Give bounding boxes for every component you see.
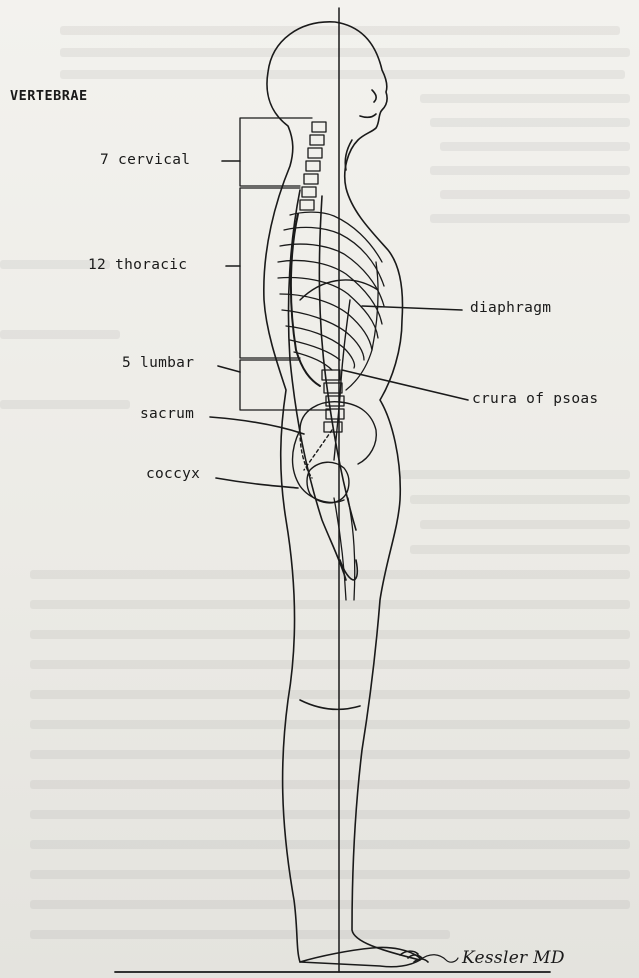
- leader-crura: [342, 370, 468, 400]
- arm-outline: [288, 190, 356, 580]
- leader-sacrum: [210, 417, 304, 434]
- ribcage: [278, 212, 384, 390]
- leader-lumbar: [218, 366, 240, 372]
- label-coccyx: coccyx: [146, 466, 200, 482]
- label-cervical: 7 cervical: [100, 152, 190, 168]
- label-thoracic: 12 thoracic: [88, 257, 187, 273]
- label-crura-of-psoas: crura of psoas: [472, 391, 598, 407]
- diagram-title: VERTEBRAE: [10, 88, 88, 104]
- leader-coccyx: [216, 478, 298, 488]
- face-detail: [360, 90, 376, 117]
- body-outline: [264, 22, 420, 967]
- vertebrae-brackets: [240, 118, 330, 410]
- knee-line: [300, 700, 360, 709]
- label-diaphragm: diaphragm: [470, 300, 551, 316]
- label-lumbar: 5 lumbar: [122, 355, 194, 371]
- artist-signature: Kessler MD: [462, 948, 565, 968]
- label-sacrum: sacrum: [140, 406, 194, 422]
